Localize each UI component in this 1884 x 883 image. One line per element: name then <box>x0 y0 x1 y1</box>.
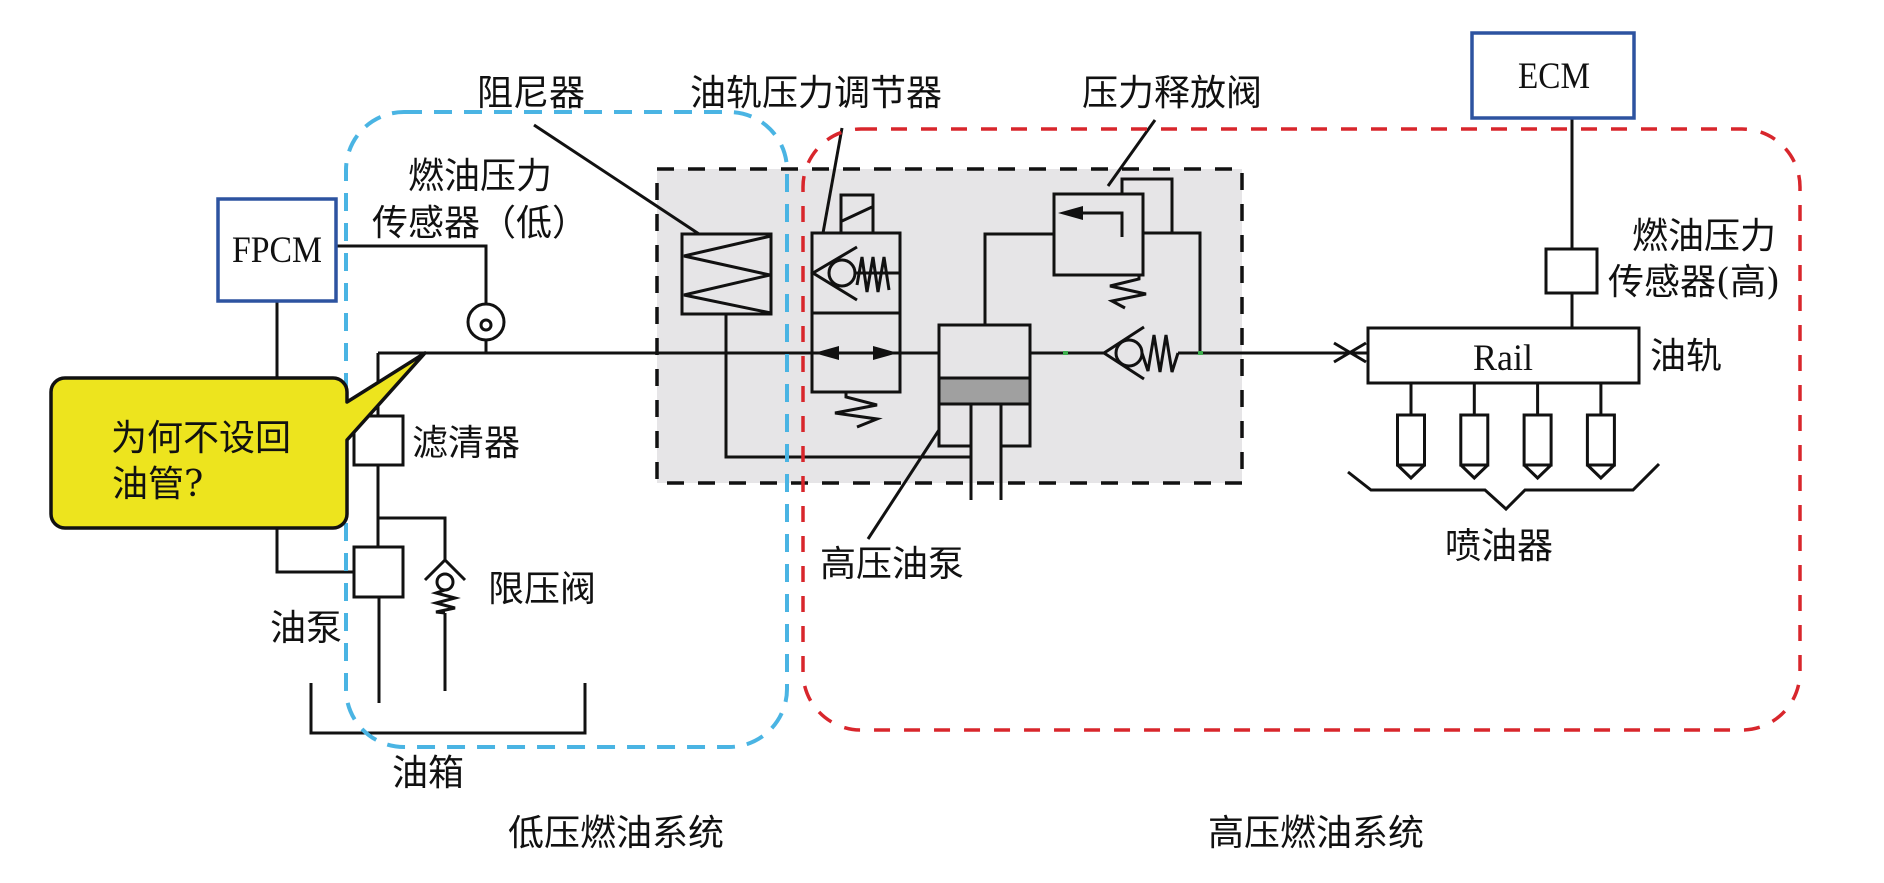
low-pressure-region-outline <box>344 110 789 749</box>
spring-icon <box>1140 334 1180 373</box>
fuel-pressure-sensor-high <box>1544 247 1599 295</box>
pressure-relief-valve-label: 压力释放阀 <box>1082 73 1262 114</box>
callout-text-line2: 油管? <box>112 464 203 505</box>
sensor-center-icon <box>479 318 493 332</box>
fpcm-label: FPCM <box>232 230 322 271</box>
prv-leader <box>1106 119 1157 187</box>
fuel-tank-label: 油箱 <box>392 753 464 794</box>
arrow-right-icon <box>873 346 898 360</box>
junction-mark <box>1063 351 1068 355</box>
injectors-label: 喷油器 <box>1445 526 1553 567</box>
fuel-pump-label: 油泵 <box>270 608 342 649</box>
fuel-pump <box>352 545 405 599</box>
rail-pressure-regulator <box>810 193 902 429</box>
pump-piston <box>937 376 1032 406</box>
ecm-box <box>1470 31 1636 120</box>
high-pressure-system-label: 高压燃油系统 <box>1208 813 1424 854</box>
injector-nozzle-icon <box>1396 463 1426 481</box>
high-pressure-region-outline <box>801 127 1802 732</box>
rail-inlet-x-icon <box>1333 341 1367 364</box>
callout-text-line1: 为何不设回 <box>111 418 291 459</box>
rail-box-label: Rail <box>1473 338 1533 379</box>
check-valve-seat-icon <box>423 557 467 582</box>
injector-nozzle-icon <box>1523 463 1553 481</box>
prv-pilot-line <box>1120 177 1174 233</box>
regulator-leader <box>821 127 844 234</box>
high-pressure-pump-label: 高压油泵 <box>820 544 964 585</box>
pump-to-prv-line <box>983 232 1054 325</box>
damper <box>680 232 773 316</box>
high-pressure-pump <box>937 323 1032 500</box>
high-sensor-label-line1: 燃油压力 <box>1632 216 1776 257</box>
filter-label: 滤清器 <box>412 423 520 464</box>
hp-pump-leader <box>866 429 941 540</box>
leader-lines <box>533 119 1157 540</box>
arrow-left-icon <box>1058 206 1083 220</box>
high-pressure-check-valve <box>1101 325 1180 381</box>
prv-flow-path <box>1078 211 1124 237</box>
low-sensor-label-line2: 传感器（低） <box>372 203 588 244</box>
limiter-branch-line <box>378 516 447 560</box>
spring-icon <box>430 588 461 615</box>
prv-outlet-line <box>1143 231 1202 353</box>
fpcm-sensor-wire <box>336 244 488 304</box>
check-valve-ball-icon <box>435 572 455 592</box>
prv-body <box>1052 192 1145 277</box>
injector-nozzle-icon <box>1459 463 1489 481</box>
solenoid-coil-icon <box>841 205 873 223</box>
injectors <box>1396 383 1616 481</box>
sensor-body-icon <box>466 302 506 342</box>
damper-zigzag-icon <box>683 234 772 315</box>
pressure-relief-valve <box>1052 192 1147 310</box>
low-sensor-label-line1: 燃油压力 <box>408 156 552 197</box>
injector <box>1396 383 1426 481</box>
rail <box>1333 326 1641 385</box>
damper-leader <box>533 123 700 236</box>
fpcm-box <box>216 197 338 303</box>
rail-label: 油轨 <box>1650 336 1722 377</box>
rail-pressure-regulator-label: 油轨压力调节器 <box>690 73 942 114</box>
injector-body <box>1522 413 1553 467</box>
injector-nozzle-icon <box>1586 463 1616 481</box>
junction-mark <box>1198 351 1203 355</box>
injector <box>1585 383 1616 481</box>
return-spring-icon <box>834 392 883 429</box>
injector-body <box>1585 413 1616 467</box>
check-valve-seat-icon <box>810 245 858 302</box>
injector <box>1459 383 1490 481</box>
rail-body <box>1366 326 1641 385</box>
pressure-limiting-valve-label: 限压阀 <box>488 569 596 610</box>
pressure-limiting-valve <box>423 557 467 615</box>
check-valve-seat-icon <box>1101 325 1145 381</box>
arrow-left-icon <box>814 346 839 360</box>
injector-bracket <box>1347 462 1661 512</box>
spring-icon <box>855 256 891 293</box>
fuel-pressure-sensor-low <box>466 302 506 342</box>
spring-icon <box>1107 275 1147 310</box>
callout-bubble <box>49 351 427 530</box>
injector-body <box>1459 413 1490 467</box>
low-pressure-system-label: 低压燃油系统 <box>508 813 724 854</box>
damper-return-line <box>724 314 971 459</box>
damper-body <box>680 232 773 316</box>
damper-label: 阻尼器 <box>477 73 585 114</box>
injector <box>1522 383 1553 481</box>
high-sensor-label-line2: 传感器(高) <box>1608 262 1780 303</box>
pump-cylinder-walls <box>937 404 1032 448</box>
injector-body <box>1396 413 1426 467</box>
ecm-label: ECM <box>1518 56 1590 97</box>
pump-rods <box>969 404 1003 500</box>
fuel-tank <box>309 683 587 735</box>
